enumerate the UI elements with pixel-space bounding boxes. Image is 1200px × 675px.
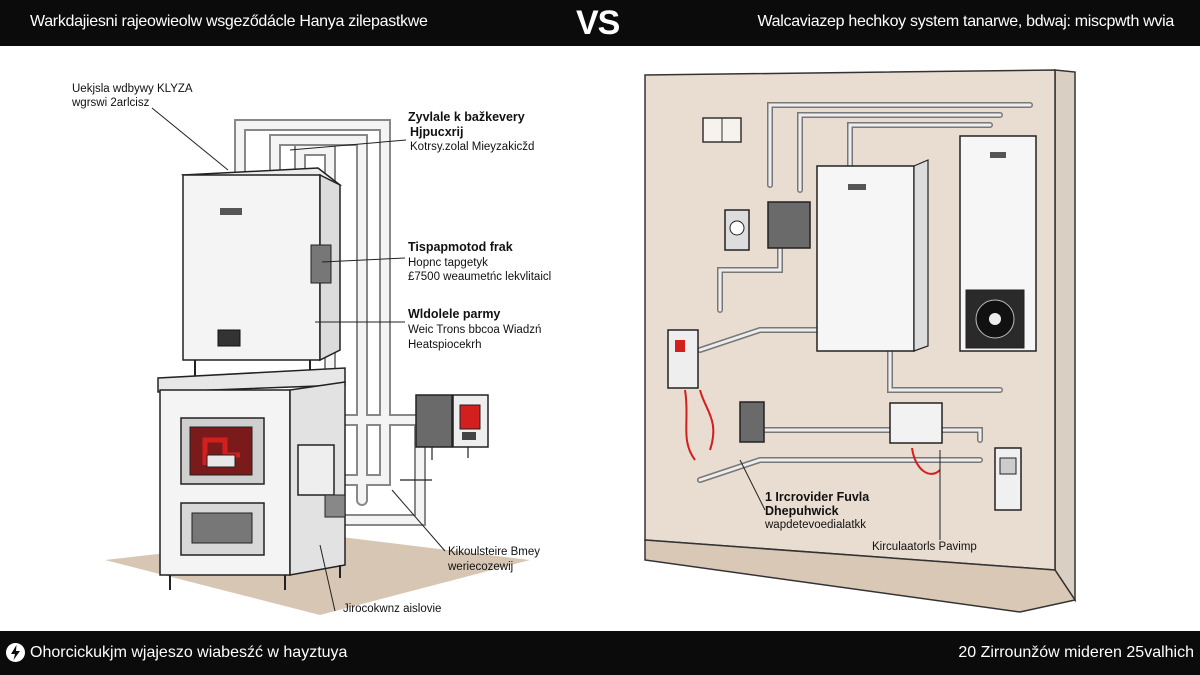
bottom-right-caption: 20 Zirrounžów mideren 25valhich: [958, 644, 1194, 661]
left-leader-lines: [151, 107, 446, 612]
label-zywiale-title: Zyvlale k bažkevery: [408, 110, 525, 124]
comparison-illustration: [105, 69, 1077, 615]
label-zywiale-line3: Kotrsy.zolal Mieyzakicžd: [410, 141, 535, 153]
versus-label: VS: [576, 4, 620, 42]
label-wido-title: Wldolele parmy: [408, 307, 501, 321]
label-top-line2: wgrswi 2arlcisz: [72, 97, 150, 109]
expansion-unit: [994, 447, 1022, 511]
control-box: [310, 244, 332, 284]
left-boiler-illustration: [105, 107, 530, 615]
bottom-left-caption: Ohorcickukjm wjajeszo wiabesźć w hayztuy…: [30, 644, 348, 661]
meter-box: [724, 209, 750, 251]
label-wido-line3: Heatspiocekrh: [408, 339, 482, 351]
tank-indicator: [220, 208, 242, 215]
top-title-bar: Warkdajiesni rajeowieolw wsgeződácle Han…: [0, 0, 1200, 46]
indoor-heatpump-unit: [816, 165, 915, 352]
room-right-wall: [1054, 69, 1076, 603]
label-circulator-pump: Kirculaatorls Pavimp: [872, 541, 977, 553]
bottom-caption-bar: Ohorcickukjm wjajeszo wiabesźć w hayztuy…: [0, 631, 1200, 675]
label-provider-line1: 1 Ircrovider Fuvla: [765, 490, 870, 504]
label-tisp-line2: Hopnc tapgetyk: [408, 257, 488, 269]
label-kiko-line2: weriecozewij: [448, 561, 514, 573]
label-top-line1: Uekjsla wdbywy KLYZA: [72, 83, 193, 95]
room-floor: [644, 539, 1077, 613]
valve-box: [739, 401, 765, 443]
left-system-title: Warkdajiesni rajeowieolw wsgeződácle Han…: [30, 13, 428, 30]
junction-box: [889, 402, 943, 444]
label-wido-line2: Weic Trons bbcoa Wiadzń: [408, 324, 542, 336]
label-kiko-line1: Kikoulsteire Bmey: [448, 546, 541, 558]
upper-boiler-tank: [182, 174, 321, 361]
right-leader-lines: [739, 450, 941, 540]
tank-switch: [217, 329, 241, 347]
thermostat-grey: [415, 394, 453, 448]
right-system-title: Walcaviazep hechkoy system tanarwe, bdwa…: [757, 13, 1174, 30]
right-heatpump-illustration: [644, 69, 1077, 613]
control-panel: [767, 201, 811, 249]
label-zywiale-line2: Hjpucxrij: [410, 125, 464, 139]
switch-panel: [667, 329, 699, 389]
label-provider-line2: Dhepuhwick: [765, 504, 839, 518]
label-bottom: Jirocokwnz aislovie: [343, 603, 442, 615]
red-wiring: [684, 389, 941, 475]
pump-housing: [297, 444, 335, 496]
lightning-bolt-icon: [6, 643, 25, 662]
label-tisp-line3: £7500 weaumetńc lekvlitaicl: [408, 271, 552, 283]
label-tisp-title: Tispapmotod frak: [408, 240, 513, 254]
label-provider-line3: wapdetevoedialatkk: [765, 519, 867, 531]
